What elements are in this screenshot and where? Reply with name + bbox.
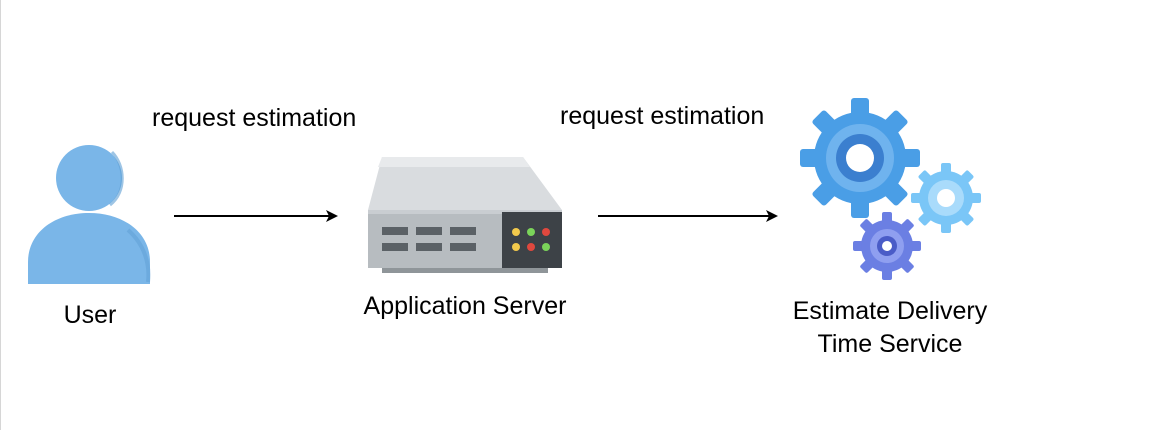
node-label-service-line2: Time Service xyxy=(817,330,963,358)
node-label-app-server: Application Server xyxy=(363,292,567,320)
gears-icon[interactable] xyxy=(800,98,981,280)
edge-label-server-to-service: request estimation xyxy=(560,102,765,130)
canvas-left-border xyxy=(0,0,1,430)
edge-label-user-to-server: request estimation xyxy=(152,104,357,132)
server-icon[interactable] xyxy=(368,157,562,273)
node-label-user: User xyxy=(63,301,117,329)
node-label-service-line1: Estimate Delivery xyxy=(792,297,988,325)
user-icon[interactable] xyxy=(28,145,151,284)
